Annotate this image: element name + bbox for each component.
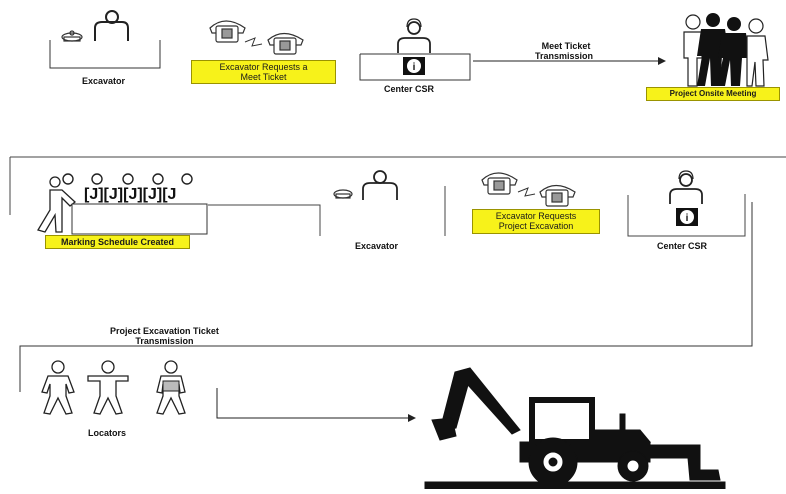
meeting-group-icon (683, 13, 769, 87)
person-icon (41, 360, 75, 415)
label-line: Meet Ticket (541, 41, 591, 51)
connector-line (208, 204, 321, 236)
request-project-excavation-note: Excavator Requests Project Excavation (472, 209, 600, 234)
person-icon (87, 360, 129, 415)
person-icon (156, 360, 186, 415)
ring-signal (244, 37, 263, 47)
person-icon (362, 170, 398, 200)
project-onsite-meeting-note: Project Onsite Meeting (646, 87, 780, 101)
svg-text:[J][J][J][J][J: [J][J][J][J][J (84, 186, 176, 203)
info-icon: i (676, 208, 698, 226)
center-csr-label: Center CSR (657, 241, 708, 251)
label-line: Transmission (135, 336, 194, 346)
excavator-label: Excavator (82, 76, 126, 86)
meet-ticket-transmission-label: Meet Ticket Transmission (535, 41, 593, 61)
calendar-icon: [J][J][J][J][J (84, 186, 176, 203)
telephone-icon (61, 30, 83, 42)
info-icon: i (403, 57, 425, 75)
label-line: Transmission (535, 51, 594, 61)
backhoe-icon (424, 367, 726, 490)
excavator-label: Excavator (355, 241, 399, 251)
excavator-desk-1 (49, 40, 161, 69)
schedule-team-icon (62, 173, 193, 185)
locators-to-excavation-arrow (216, 388, 416, 422)
note-line: Excavator Requests (495, 211, 577, 221)
project-excavation-transmission-line (19, 202, 753, 392)
note-line: Project Excavation (498, 221, 574, 231)
project-excavation-transmission-label: Project Excavation Ticket Transmission (110, 326, 219, 346)
note-line: Meet Ticket (240, 72, 287, 82)
headset-operator-icon (669, 170, 703, 204)
person-icon (37, 176, 76, 233)
request-meet-ticket-note: Excavator Requests a Meet Ticket (191, 60, 336, 84)
ring-signal (517, 187, 536, 197)
person-icon (94, 10, 129, 41)
marking-schedule-note: Marking Schedule Created (45, 235, 190, 249)
note-line: Excavator Requests a (219, 62, 308, 72)
center-csr-desk-1 (359, 53, 471, 81)
svg-text:i: i (413, 62, 416, 73)
person-icon (746, 18, 769, 87)
headset-operator-icon (397, 18, 431, 53)
schedule-desk (71, 203, 208, 235)
person-icon (697, 13, 749, 86)
center-csr-desk-2 (627, 194, 746, 237)
telephone-icon (481, 172, 518, 195)
locators-label: Locators (88, 428, 127, 438)
telephone-icon (539, 184, 576, 207)
telephone-icon (333, 189, 353, 199)
telephone-icon (209, 20, 246, 43)
center-csr-label: Center CSR (384, 84, 435, 94)
label-line: Project Excavation Ticket (110, 326, 219, 336)
svg-text:i: i (686, 213, 689, 224)
telephone-icon (267, 32, 304, 55)
